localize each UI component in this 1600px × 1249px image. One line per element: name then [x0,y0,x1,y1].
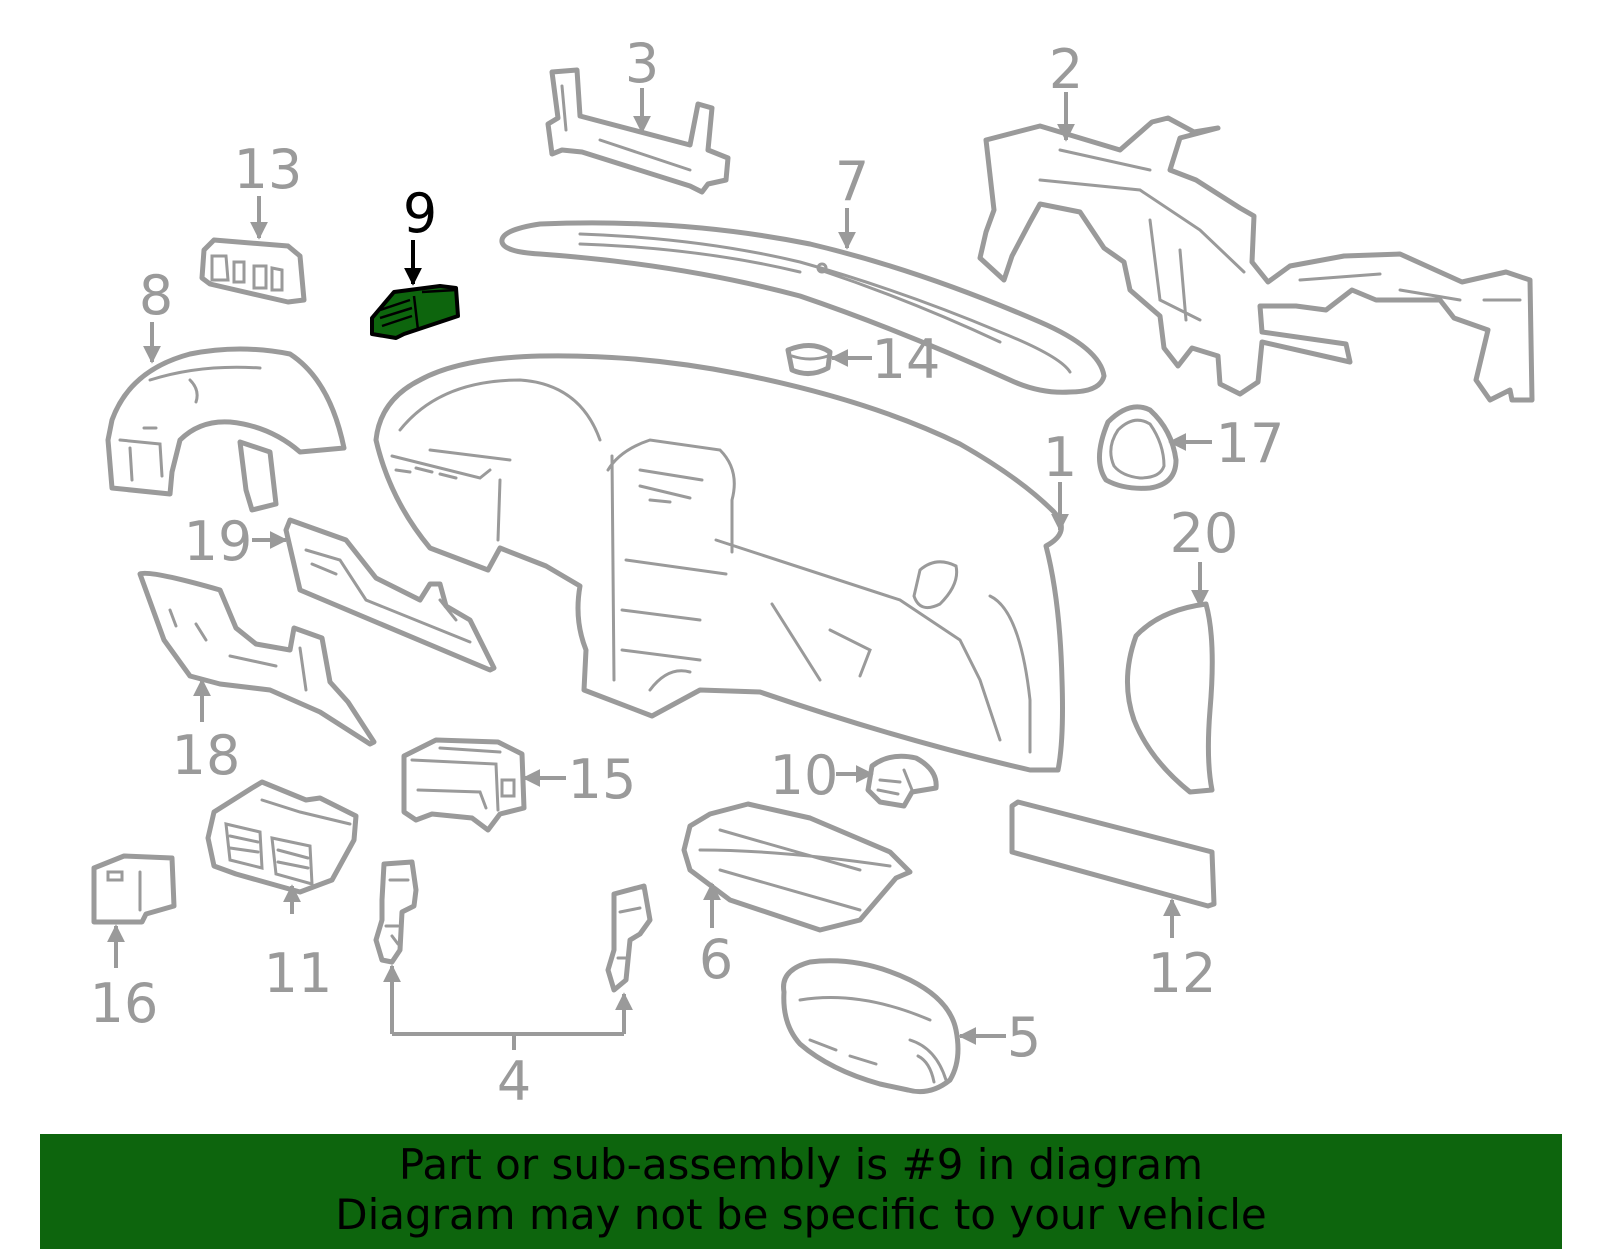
part-1-instrument-panel[interactable] [373,353,1065,773]
callout-20[interactable]: 20 [1170,502,1239,565]
part-3-bracket[interactable] [545,67,731,195]
banner-line-2: Diagram may not be specific to your vehi… [335,1190,1267,1239]
part-20-airbag-cover[interactable] [1125,601,1215,795]
part-7-defroster-panel[interactable] [499,220,1107,395]
callout-13[interactable]: 13 [234,138,303,201]
part-10-vent[interactable] [865,753,939,809]
part-2-cross-car-beam[interactable] [977,115,1535,403]
part-12-trim-strip[interactable] [1009,799,1217,909]
part-18-knee-bolster[interactable] [137,570,377,747]
part-4-bracket-right[interactable] [605,883,653,993]
info-banner: Part or sub-assembly is #9 in diagram Di… [40,1134,1562,1249]
part-15-vent[interactable] [401,737,527,833]
callout-18[interactable]: 18 [172,724,241,787]
callout-12[interactable]: 12 [1148,942,1217,1005]
part-17-speaker-grille[interactable] [1097,404,1179,491]
callout-14[interactable]: 14 [872,328,941,391]
callout-7[interactable]: 7 [835,150,869,213]
part-4-bracket-left[interactable] [373,859,419,965]
callout-11[interactable]: 11 [264,942,333,1005]
callout-2[interactable]: 2 [1049,38,1083,101]
part-9-vent-highlighted[interactable] [370,284,460,340]
callout-16[interactable]: 16 [90,972,159,1035]
leader-lines [107,88,1212,1050]
callout-6[interactable]: 6 [699,928,733,991]
callout-17[interactable]: 17 [1216,412,1285,475]
callout-10[interactable]: 10 [770,744,839,807]
callout-3[interactable]: 3 [625,32,659,95]
callout-19[interactable]: 19 [184,510,253,573]
part-13-switch[interactable] [199,237,307,305]
part-19-trim-panel[interactable] [283,517,497,673]
part-11-dual-vent[interactable] [205,779,359,895]
part-16-switch[interactable] [91,853,177,925]
callout-8[interactable]: 8 [139,264,173,327]
callout-4[interactable]: 4 [497,1050,531,1113]
part-5-airbag-module[interactable] [781,958,961,1095]
callout-15[interactable]: 15 [568,748,637,811]
callout-9-selected[interactable]: 9 [403,182,437,245]
banner-line-1: Part or sub-assembly is #9 in diagram [398,1140,1204,1189]
part-14-plug[interactable] [785,343,833,376]
part-8-cluster-bezel[interactable] [105,346,347,513]
callouts: 1 2 3 4 5 6 7 8 9 10 11 12 13 14 15 16 1… [90,32,1285,1113]
callout-1[interactable]: 1 [1043,426,1077,489]
part-6-glove-box[interactable] [681,801,913,933]
callout-5[interactable]: 5 [1007,1006,1041,1069]
